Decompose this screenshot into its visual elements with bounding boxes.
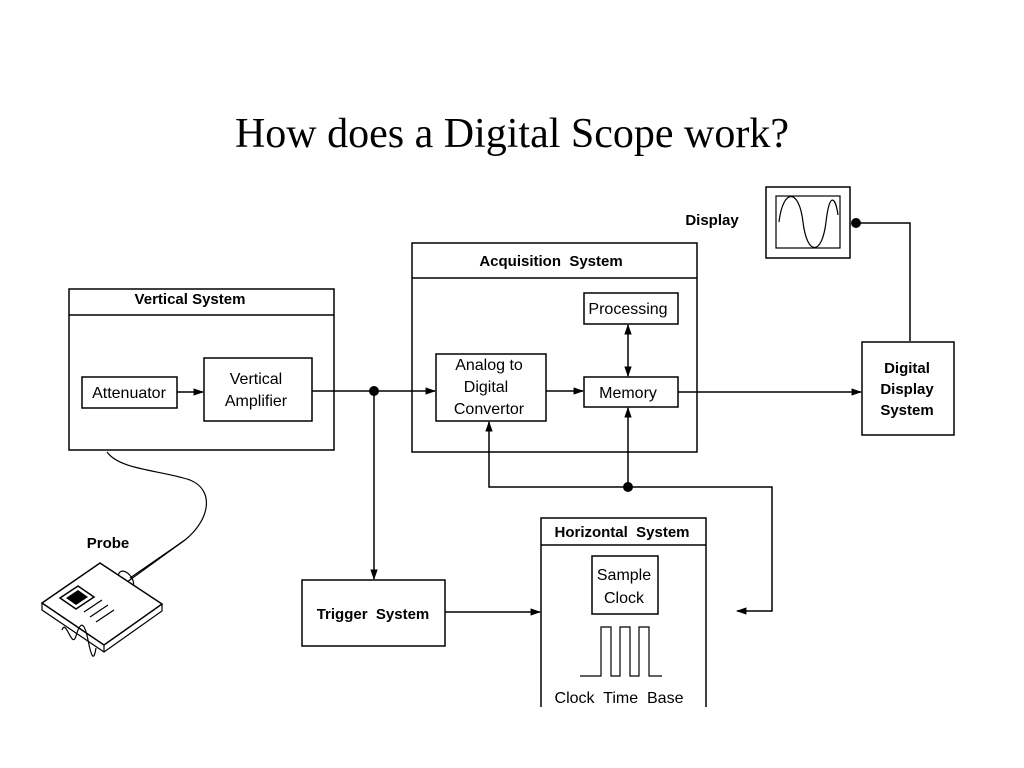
clock-square-wave-icon [580, 626, 662, 677]
attenuator-label: Attenuator [92, 385, 167, 402]
attenuator-block: Attenuator [81, 376, 178, 409]
sample-clock-block: Sample Clock [591, 555, 659, 615]
digital-display-system-line1: Digital [884, 360, 930, 377]
digital-display-system-block: Digital Display System [861, 341, 955, 436]
adc-block: Analog to Digital Convertor [435, 353, 547, 422]
vertical-system-label: Vertical System [135, 291, 246, 308]
adc-label-line3: Convertor [454, 401, 525, 418]
clock-junction-dot [623, 482, 633, 492]
adc-label-line1: Analog to [455, 357, 523, 374]
adc-label-line2: Digital [464, 379, 508, 396]
display-sine-icon [778, 195, 839, 249]
sample-clock-label-line2: Clock [604, 590, 645, 607]
processing-block: Processing [583, 292, 679, 325]
memory-block: Memory [583, 376, 679, 408]
vertical-amplifier-label-line2: Amplifier [225, 393, 288, 410]
digital-display-system-line2: Display [880, 381, 934, 398]
vertical-amplifier-block: Vertical Amplifier [203, 357, 313, 422]
horizontal-system-label: Horizontal System [554, 524, 689, 541]
probe-label: Probe [87, 535, 130, 552]
display-screen [765, 186, 851, 259]
sample-clock-label-line1: Sample [597, 567, 651, 584]
signal-wires [177, 222, 911, 616]
digital-display-system-line3: System [880, 402, 933, 419]
acquisition-system-label: Acquisition System [479, 253, 622, 270]
processing-label: Processing [588, 301, 667, 318]
trigger-system-label: Trigger System [317, 606, 430, 623]
display-label: Display [685, 212, 739, 229]
clock-time-base-label: Clock Time Base [555, 690, 684, 707]
slide-title: How does a Digital Scope work? [234, 111, 790, 157]
signal-junction-dot [369, 386, 379, 396]
probe-illustration [40, 451, 207, 657]
trigger-system-block: Trigger System [301, 579, 446, 647]
vertical-amplifier-label-line1: Vertical [230, 371, 282, 388]
memory-label: Memory [599, 385, 657, 402]
